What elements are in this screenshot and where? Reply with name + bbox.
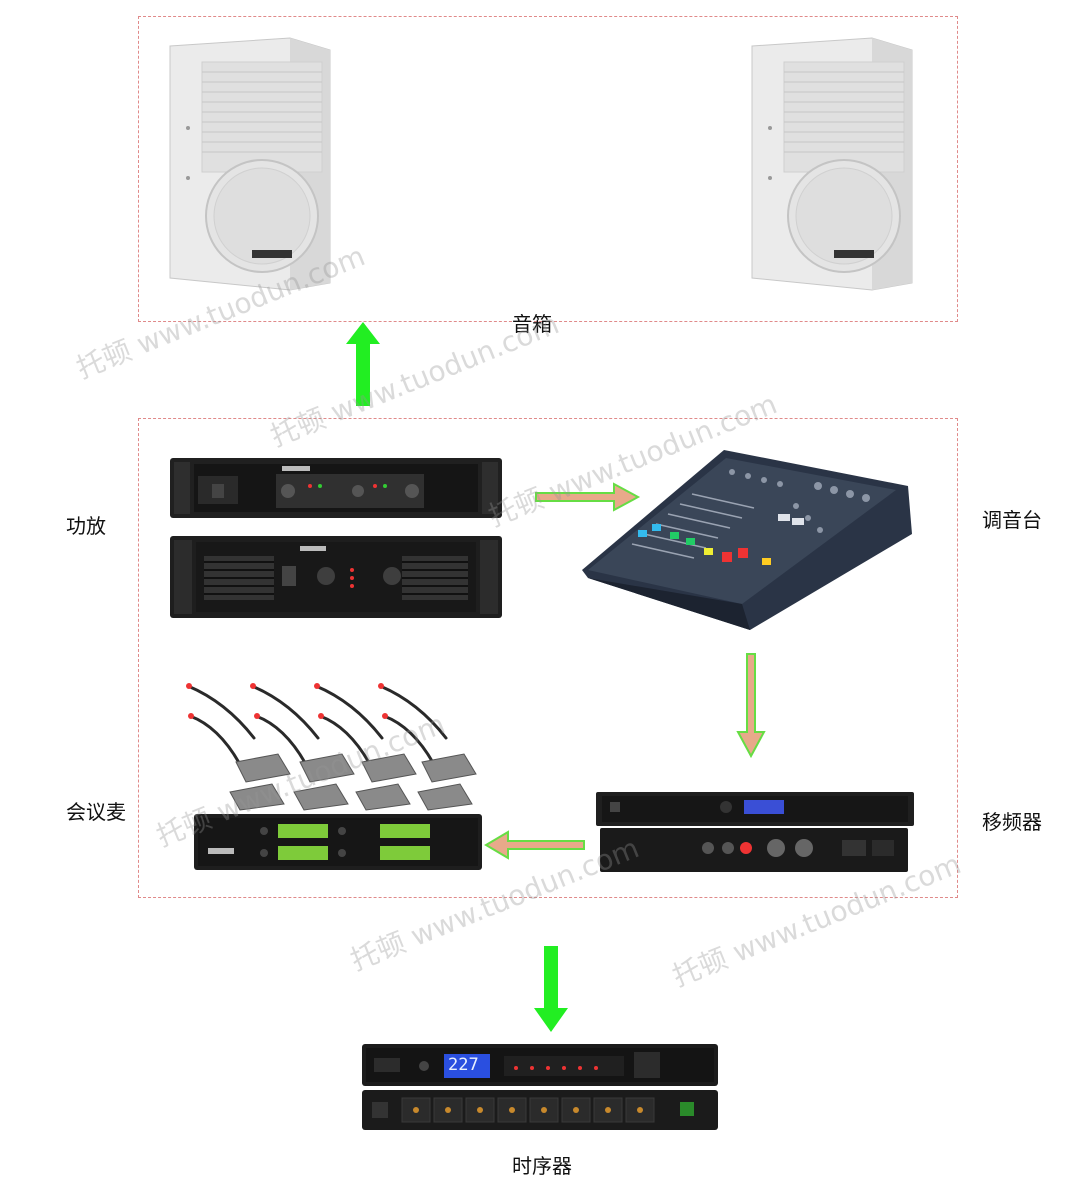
speaker-label: 音箱 <box>512 312 552 336</box>
left-arrow-icon <box>484 830 585 860</box>
frequency-shifter-icon <box>596 792 914 872</box>
conference-mic-label: 会议麦 <box>66 800 126 824</box>
amplifier-top-icon <box>170 458 502 518</box>
amplifier-bottom-icon <box>170 536 502 618</box>
amplifier-label: 功放 <box>66 514 106 538</box>
right-arrow-icon <box>535 482 641 512</box>
speaker-left-icon <box>169 37 331 291</box>
mixer-icon <box>582 450 912 630</box>
conference-microphone-icon <box>186 683 477 811</box>
down-arrow-sequencer-icon <box>534 946 568 1032</box>
down-arrow-icon <box>736 653 766 759</box>
sequencer-top-icon <box>362 1044 718 1086</box>
speaker-right-icon <box>751 37 913 291</box>
equipment-group-frame <box>138 418 958 898</box>
sequencer-display-value: 227 <box>448 1055 479 1075</box>
sequencer-label: 时序器 <box>512 1154 572 1178</box>
wireless-receiver-icon <box>194 814 482 870</box>
speaker-group-frame <box>138 16 958 322</box>
mixer-label: 调音台 <box>982 508 1042 532</box>
frequency-shifter-label: 移频器 <box>982 810 1042 834</box>
sequencer-bottom-icon <box>362 1090 718 1130</box>
up-arrow-icon <box>346 322 380 406</box>
